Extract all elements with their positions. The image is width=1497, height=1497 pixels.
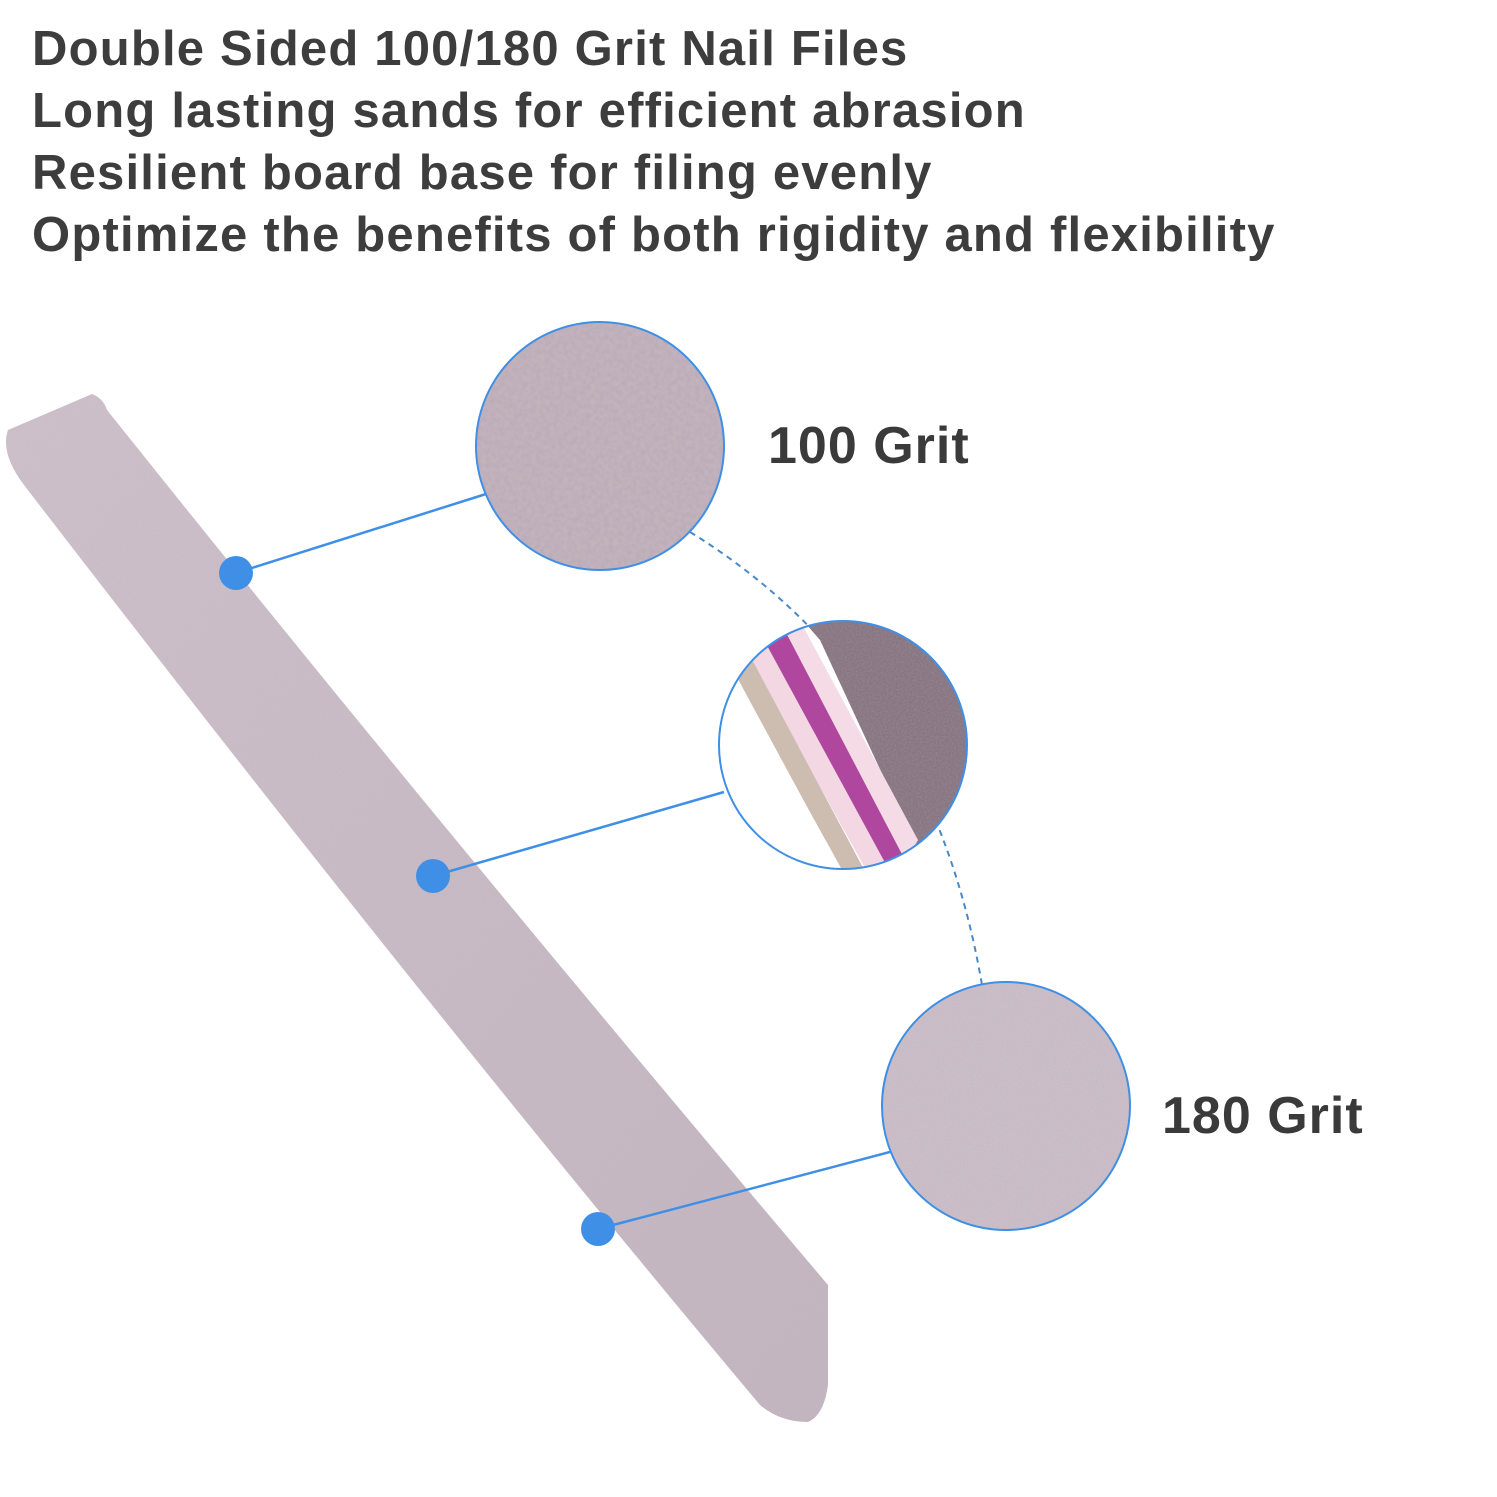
leader-line-fine bbox=[597, 1150, 891, 1231]
marker-dot-fine bbox=[581, 1212, 615, 1246]
headline: Double Sided 100/180 Grit Nail Files Lon… bbox=[32, 18, 1276, 266]
dashed-arc bbox=[689, 531, 983, 986]
grit-label-100: 100 Grit bbox=[768, 417, 970, 475]
marker-dot-coarse bbox=[219, 556, 253, 590]
headline-line-3: Resilient board base for filing evenly bbox=[32, 146, 933, 200]
headline-line-1: Double Sided 100/180 Grit Nail Files bbox=[32, 22, 909, 76]
coarse-grit-zoom bbox=[475, 321, 725, 571]
fine-grit-zoom bbox=[881, 981, 1131, 1231]
nail-file bbox=[6, 394, 828, 1422]
grit-label-180: 180 Grit bbox=[1162, 1087, 1364, 1145]
leader-line-coarse bbox=[235, 492, 487, 575]
leader-line-edge bbox=[432, 790, 725, 878]
headline-line-4: Optimize the benefits of both rigidity a… bbox=[32, 208, 1276, 262]
marker-dot-edge bbox=[416, 859, 450, 893]
edge-cross-section-zoom bbox=[718, 620, 968, 870]
headline-line-2: Long lasting sands for efficient abrasio… bbox=[32, 84, 1026, 138]
